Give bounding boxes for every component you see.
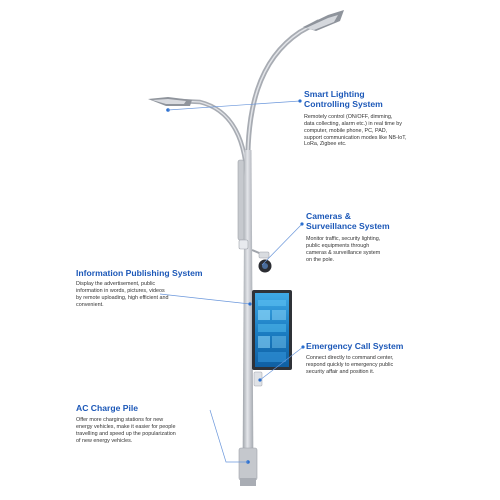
camera-unit — [251, 249, 272, 273]
smart-lighting-callout: Smart Lighting Controlling System Remote… — [304, 89, 494, 148]
cameras-title-line1: Cameras & — [306, 211, 351, 221]
desc-line: security affair and position it. — [306, 369, 375, 376]
cameras-title-line2: Surveillance System — [306, 221, 390, 232]
pole-shaft — [242, 150, 254, 480]
desc-line: energy vehicles, make it easier for peop… — [76, 424, 176, 431]
cameras-title: Cameras & Surveillance System — [306, 211, 426, 232]
emergency-call-callout: Emergency Call System Connect directly t… — [306, 341, 431, 376]
desc-line: respond quickly to emergency public — [306, 362, 394, 369]
desc-line: information in words, pictures, videos — [76, 288, 165, 295]
desc-line: cameras & surveillance system — [306, 249, 381, 256]
charge-pile-base — [238, 447, 258, 486]
desc-line: data collecting, alarm etc.) in real tim… — [304, 120, 402, 127]
ac-charge-pile-callout: AC Charge Pile Offer more charging stati… — [76, 403, 214, 445]
desc-line: Display the advertisement, public — [76, 281, 156, 288]
information-publishing-callout: Information Publishing System Display th… — [76, 268, 226, 309]
ac-charge-pile-title: AC Charge Pile — [76, 403, 139, 413]
desc-line: public equipments through — [306, 242, 370, 249]
lower-luminaire — [148, 97, 192, 112]
upper-luminaire — [303, 10, 344, 31]
desc-line: Offer more charging stations for new — [76, 417, 164, 424]
display-screen — [252, 290, 292, 370]
smart-lighting-title-line1: Smart Lighting — [304, 89, 365, 99]
emergency-call-title: Emergency Call System — [306, 341, 404, 351]
desc-line: Connect directly to command center, — [306, 355, 394, 362]
desc-line: computer, mobile phone, PC, PAD, — [304, 127, 388, 134]
information-publishing-title: Information Publishing System — [76, 268, 203, 278]
smart-lighting-title-line2: Controlling System — [304, 99, 383, 110]
desc-line: Remotely control (ON/OFF, dimming, — [304, 113, 393, 120]
desc-line: of new energy vehicles. — [76, 438, 133, 445]
information-publishing-description: Display the advertisement, public inform… — [76, 281, 226, 309]
lower-lamp-arm — [177, 98, 250, 189]
leader-lines — [159, 100, 304, 463]
desc-line: LoRa, Zigbee etc. — [304, 141, 347, 148]
desc-line: Monitor traffic, security lighting, — [306, 235, 381, 242]
desc-line: travelling and speed up the popularizati… — [76, 431, 176, 438]
ac-charge-pile-description: Offer more charging stations for new ene… — [76, 417, 214, 445]
desc-line: convenient. — [76, 302, 104, 309]
cameras-callout: Cameras & Surveillance System Monitor tr… — [306, 211, 426, 263]
desc-line: by remote uploading, high efficient and — [76, 295, 169, 302]
emergency-call-description: Connect directly to command center, resp… — [306, 355, 431, 376]
cameras-description: Monitor traffic, security lighting, publ… — [306, 236, 426, 264]
smart-lighting-title: Smart Lighting Controlling System — [304, 89, 494, 110]
smart-lighting-description: Remotely control (ON/OFF, dimming, data … — [304, 114, 494, 149]
desc-line: support communication modes like NB-IoT, — [304, 134, 407, 141]
desc-line: on the pole. — [306, 256, 335, 263]
